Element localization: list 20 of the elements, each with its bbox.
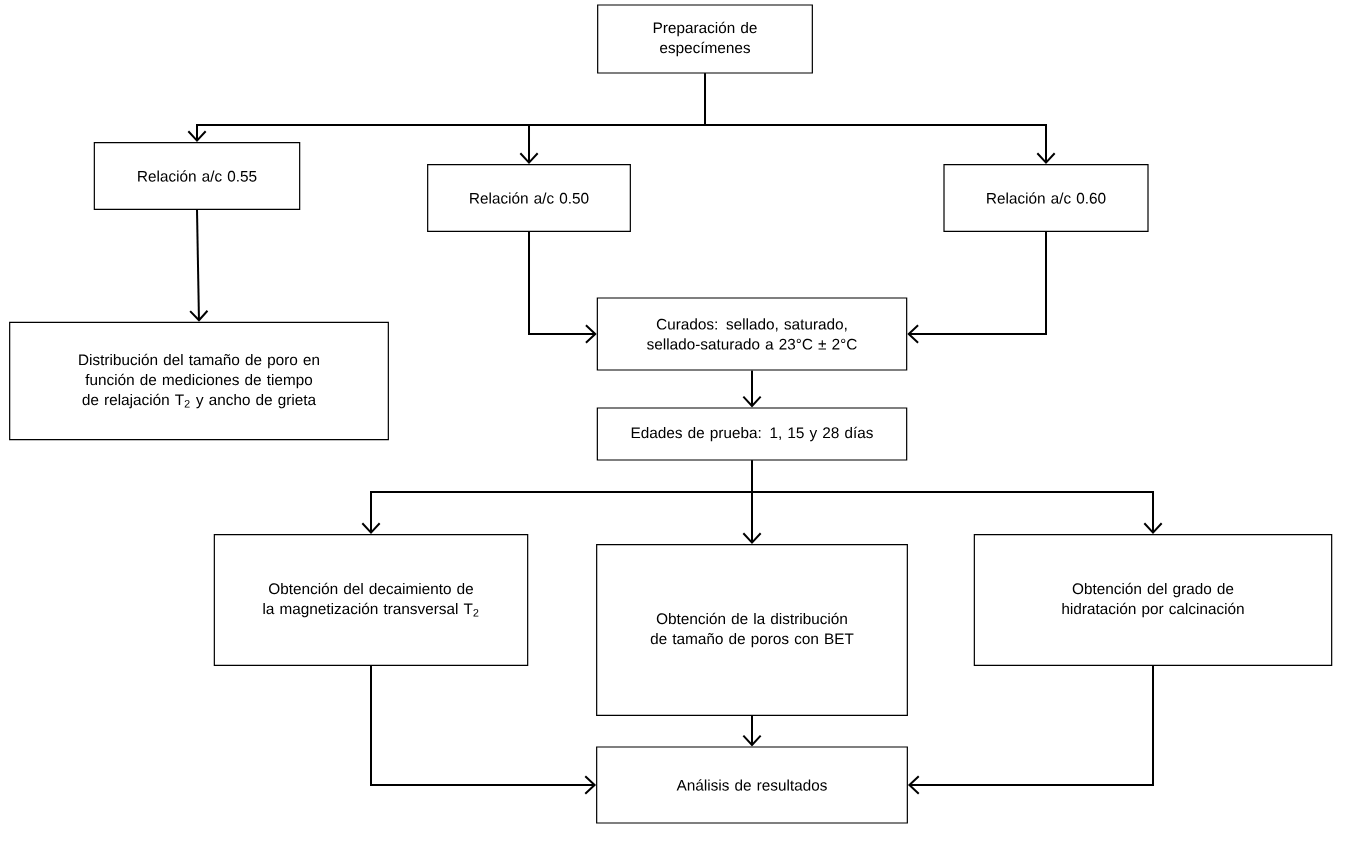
arrow [742, 714, 762, 747]
process-box: Obtención del grado de hidratación por calcinación [973, 534, 1333, 666]
process-box: Obtención del decaimiento de la magnetización transversal T$_{2}$ [213, 534, 529, 666]
arrow [370, 664, 597, 795]
process-box: Relación a/c 0.60 [943, 164, 1149, 232]
arrow [907, 664, 1154, 795]
arrow [528, 230, 597, 344]
process-box: Edades de prueba: 1, 15 y 28 días [596, 407, 908, 461]
process-box: Obtención de la distribución de tamaño de poros con BET [596, 544, 908, 716]
arrow [189, 208, 209, 322]
arrow [704, 72, 1056, 165]
process-box: Relación a/c 0.50 [427, 164, 631, 232]
process-box: Relación a/c 0.55 [93, 142, 301, 210]
process-box: Análisis de resultados [596, 746, 908, 824]
process-box: Curados: sellado, saturado, sellado-saturado a 23°C ± 2°C [596, 297, 908, 371]
arrow [751, 459, 1163, 535]
process-box: Preparación de especímenes [597, 4, 813, 74]
process-box: Distribución del tamaño de poro en función de mediciones de tiempo de relajación T$_{2}$ y ancho de grieta [9, 321, 389, 441]
arrow [907, 230, 1047, 344]
arrow [742, 369, 762, 408]
